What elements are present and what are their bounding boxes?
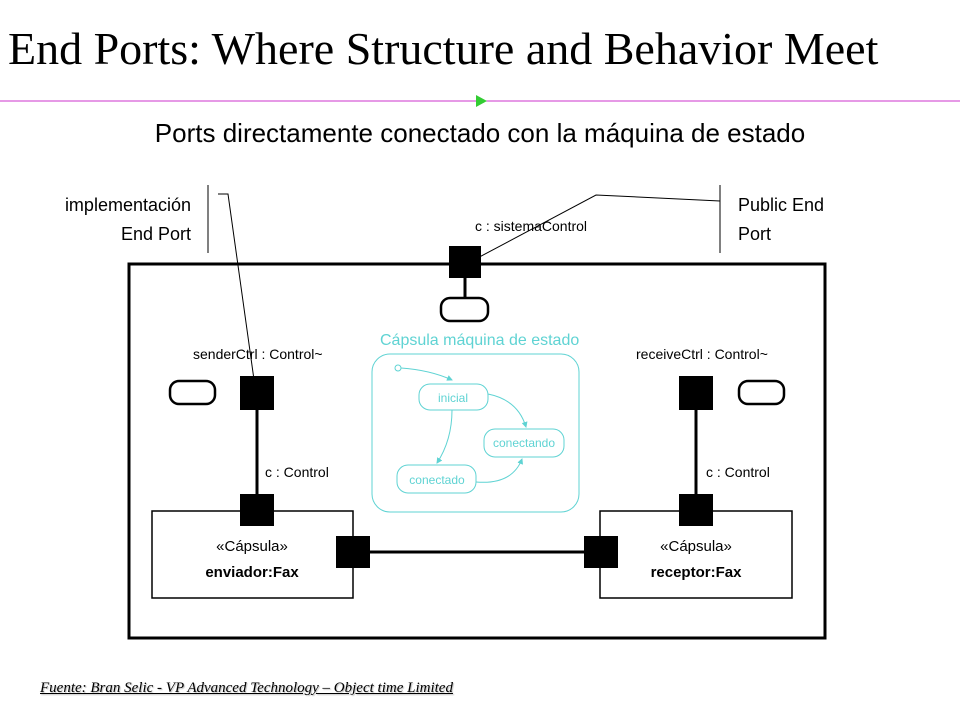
initial-pseudostate bbox=[394, 364, 402, 372]
state-inicial-label: inicial bbox=[438, 391, 468, 405]
state-conectado-label: conectado bbox=[409, 473, 465, 487]
enviador-stereotype: «Cápsula» bbox=[216, 538, 288, 555]
transition-inicial-conectando bbox=[487, 393, 528, 428]
enviador-top-port bbox=[240, 494, 274, 526]
right-callout-line1: Public End bbox=[738, 195, 824, 215]
left-callout-pointer bbox=[218, 193, 257, 395]
right-callout-line2: Port bbox=[738, 224, 771, 244]
sender-ctrl-port bbox=[240, 376, 274, 410]
enviador-name: enviador:Fax bbox=[205, 564, 299, 581]
state-conectado bbox=[396, 464, 477, 494]
slide-subtitle: Ports directamente conectado con la máqu… bbox=[154, 118, 806, 148]
header-arrow-icon bbox=[476, 95, 487, 107]
transition-inicial-conectado bbox=[436, 409, 453, 464]
receive-ctrl-port bbox=[679, 376, 713, 410]
receptor-left-port bbox=[584, 536, 618, 568]
right-callout-pointer bbox=[469, 194, 721, 263]
receptor-top-port bbox=[679, 494, 713, 526]
top-port-label: c : sistemaControl bbox=[475, 218, 587, 234]
sender-port-label: senderCtrl : Control~ bbox=[193, 346, 323, 362]
sender-conn-label: c : Control bbox=[265, 464, 329, 480]
receptor-name: receptor:Fax bbox=[651, 564, 743, 581]
state-machine-box bbox=[371, 353, 580, 513]
receptor-stereotype: «Cápsula» bbox=[660, 538, 732, 555]
state-conectando-label: conectando bbox=[493, 436, 555, 450]
sender-ctrl-end bbox=[168, 379, 217, 406]
transition-initial bbox=[400, 367, 453, 381]
left-callout-line2: End Port bbox=[121, 224, 191, 244]
top-port-end bbox=[439, 296, 490, 323]
state-inicial bbox=[418, 383, 489, 411]
state-machine-title: Cápsula máquina de estado bbox=[380, 332, 579, 349]
left-callout-line1: implementación bbox=[65, 195, 191, 215]
slide-title: End Ports: Where Structure and Behavior … bbox=[8, 23, 879, 74]
receive-port-label: receiveCtrl : Control~ bbox=[636, 346, 768, 362]
public-end-port bbox=[449, 246, 481, 278]
state-conectando bbox=[483, 428, 565, 458]
transition-conectado-conectando bbox=[475, 458, 524, 483]
receive-conn-label: c : Control bbox=[706, 464, 770, 480]
source-footer: Fuente: Bran Selic - VP Advanced Technol… bbox=[40, 680, 453, 696]
enviador-right-port bbox=[336, 536, 370, 568]
receive-ctrl-end bbox=[737, 379, 786, 406]
